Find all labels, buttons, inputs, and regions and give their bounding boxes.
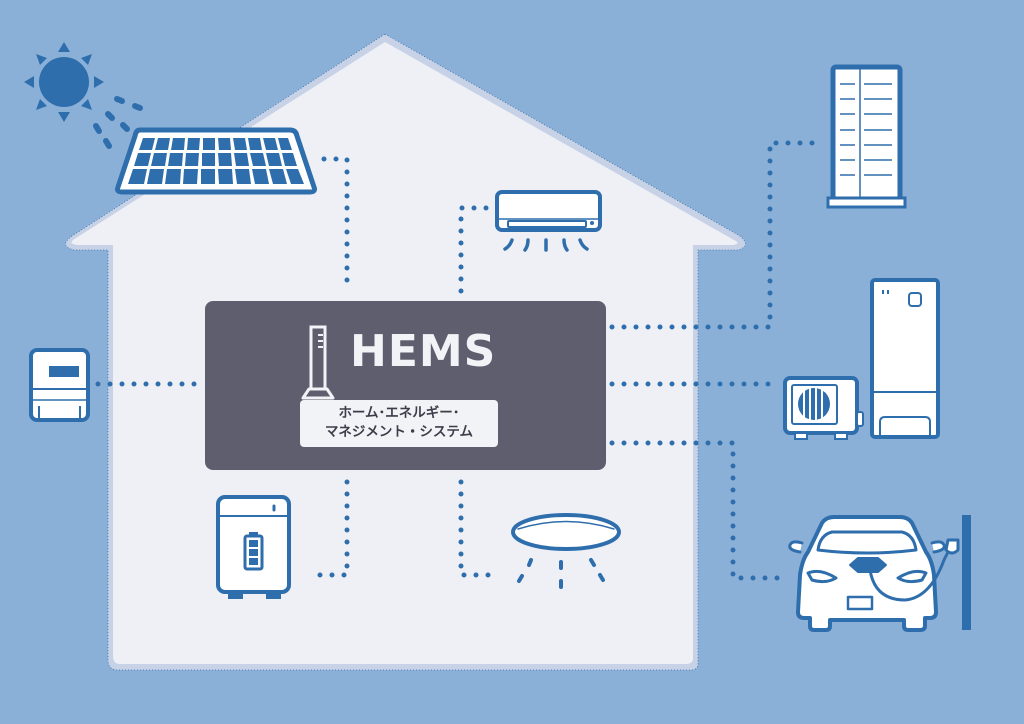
electric-vehicle-charging-icon	[788, 515, 971, 632]
line-hems-to-ev	[609, 440, 786, 581]
hems-subtitle-line1: ホーム･エネルギー･	[338, 405, 460, 421]
line-hems-to-light	[458, 479, 503, 578]
sun-rays-dashed	[93, 96, 143, 149]
hems-title: HEMS	[350, 326, 497, 377]
storage-battery-icon	[216, 495, 291, 599]
line-hems-to-building	[609, 140, 821, 330]
building-icon	[826, 64, 907, 209]
ceiling-light-icon	[511, 513, 621, 589]
line-solar-to-hems	[321, 156, 350, 291]
hems-subtitle: ホーム･エネルギー･ マネジメント・システム	[300, 400, 498, 447]
line-hems-to-battery	[307, 479, 350, 578]
smart-meter-icon	[29, 348, 90, 422]
air-conditioner-icon	[495, 190, 602, 252]
battery-level-icon	[243, 532, 264, 571]
outdoor-unit-icon	[783, 376, 864, 440]
hems-subtitle-line2: マネジメント・システム	[324, 424, 474, 440]
solar-panel-icon	[115, 127, 317, 195]
heat-pump-water-heater-icon	[783, 278, 940, 440]
line-ac-to-hems	[458, 205, 489, 299]
connection-lines	[95, 140, 821, 581]
sun-icon	[24, 42, 143, 149]
